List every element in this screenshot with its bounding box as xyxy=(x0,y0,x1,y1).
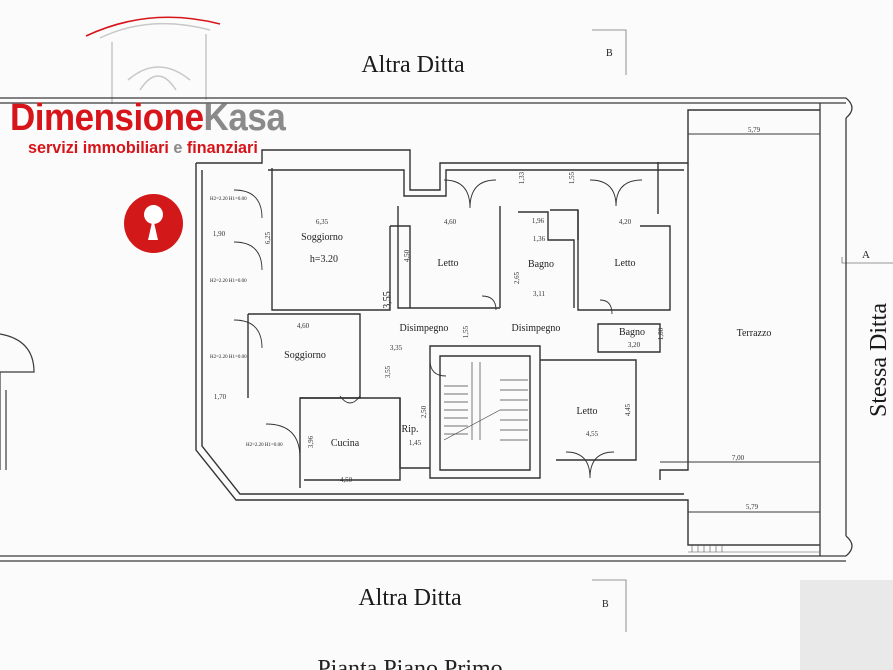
room-bagno-1: Bagno xyxy=(528,259,554,270)
dim-label: 3,35 xyxy=(390,344,403,352)
dim-label: 2,50 xyxy=(420,405,428,418)
room-disimpegno-1: Disimpegno xyxy=(400,323,449,334)
dim-label: 4,60 xyxy=(297,322,310,330)
right-boundary-label: Stessa Ditta xyxy=(866,303,892,417)
section-marker-top: B xyxy=(606,48,613,59)
dim-label: 1,45 xyxy=(409,439,422,447)
section-marker-right: A xyxy=(862,249,870,261)
room-terrazzo: Terrazzo xyxy=(737,328,772,339)
dim-label: 1,80 xyxy=(657,327,665,340)
dim-label: 7,00 xyxy=(732,454,745,462)
brand-name-part2: Kasa xyxy=(203,97,286,139)
dim-label: 3,11 xyxy=(533,290,545,298)
dim-label: 4,50 xyxy=(403,249,411,262)
plan-title: Pianta Piano Primo xyxy=(317,656,502,670)
keyhole-icon xyxy=(124,194,183,253)
dim-label: 6,25 xyxy=(264,231,272,244)
dim-label: 4,55 xyxy=(586,430,599,438)
dim-label: 3,96 xyxy=(307,435,315,448)
dim-label: 1,90 xyxy=(213,230,226,238)
bottom-boundary-label: Altra Ditta xyxy=(358,585,462,611)
window-height-notes: H2=2.20 H1=0.00 H2=2.20 H1=0.00 H2=2.20 … xyxy=(210,197,283,448)
brand-logo: DimensioneKasa servizi immobiliari e fin… xyxy=(10,98,309,158)
dim-label: 1,36 xyxy=(533,235,546,243)
dim-label: 1,33 xyxy=(518,171,526,184)
dim-label: 5,79 xyxy=(746,503,759,511)
room-letto-1: Letto xyxy=(437,258,458,269)
dim-label: 4,50 xyxy=(340,476,353,484)
tagline-conj: e xyxy=(173,138,183,157)
dim-label: 4,20 xyxy=(619,218,632,226)
window-note: H2=2.20 H1=0.00 xyxy=(210,355,247,360)
dim-label: 1,70 xyxy=(214,393,227,401)
dim-label: 1,55 xyxy=(568,171,576,184)
dim-label: 3,55 xyxy=(382,291,393,309)
room-soggiorno-2: Soggiorno xyxy=(284,350,326,361)
room-ripostiglio: Rip. xyxy=(402,424,419,435)
tagline-part1: servizi immobiliari xyxy=(28,138,169,157)
dim-label: 1,96 xyxy=(532,217,545,225)
room-bagno-2: Bagno xyxy=(619,327,645,338)
dim-label: 5,79 xyxy=(748,126,761,134)
brand-name-part1: Dimensione xyxy=(10,97,204,139)
window-note: H2=2.20 H1=0.00 xyxy=(246,443,283,448)
dim-label: 3,55 xyxy=(384,365,392,378)
room-height-note: h=3.20 xyxy=(310,254,338,265)
dimension-labels: 5,79 6,35 6,25 1,90 4,60 4,50 1,96 1,36 … xyxy=(213,126,761,511)
dim-label: 1,55 xyxy=(462,325,470,338)
window-note: H2=2.20 H1=0.00 xyxy=(210,197,247,202)
section-marker-bottom: B xyxy=(602,599,609,610)
brand-name: DimensioneKasa xyxy=(10,97,286,139)
window-note: H2=2.20 H1=0.00 xyxy=(210,279,247,284)
brand-tagline: servizi immobiliari e finanziari xyxy=(28,138,295,158)
house-roof-icon xyxy=(85,16,221,104)
room-disimpegno-2: Disimpegno xyxy=(512,323,561,334)
dim-label: 3,20 xyxy=(628,341,641,349)
tagline-part2: finanziari xyxy=(186,138,258,157)
building-walls xyxy=(195,109,820,546)
dim-label: 2,65 xyxy=(513,271,521,284)
dim-label: 4,45 xyxy=(624,403,632,416)
room-letto-2: Letto xyxy=(614,258,635,269)
dim-label: 6,35 xyxy=(316,218,329,226)
dim-label: 4,60 xyxy=(444,218,457,226)
plot-boundary xyxy=(0,97,853,562)
scan-shadow xyxy=(800,580,893,670)
top-boundary-label: Altra Ditta xyxy=(361,52,465,78)
room-soggiorno-1: Soggiorno xyxy=(301,232,343,243)
room-cucina: Cucina xyxy=(331,438,360,449)
room-letto-3: Letto xyxy=(576,406,597,417)
